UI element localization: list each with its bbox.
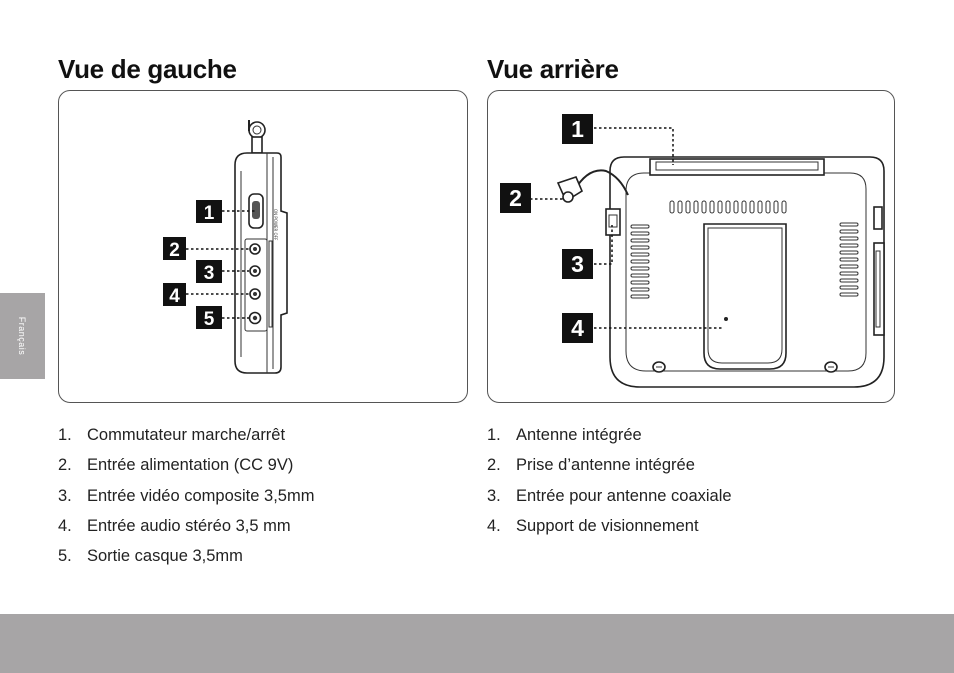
list-item-text: Sortie casque 3,5mm — [87, 547, 243, 566]
badge-left-3: 3 — [196, 260, 222, 284]
list-item-number: 1. — [58, 426, 72, 444]
list-item-number: 3. — [487, 486, 501, 505]
svg-text:3: 3 — [571, 251, 584, 277]
svg-text:1: 1 — [571, 116, 584, 142]
list-item: 3. Entrée pour antenne coaxiale — [487, 485, 732, 515]
list-item-number: 4. — [58, 516, 72, 535]
svg-text:ON POWER OFF: ON POWER OFF — [273, 209, 278, 241]
rear-view-illustration: 1 2 3 4 — [500, 114, 885, 388]
vent-top-row — [669, 200, 787, 214]
list-item: 1. Commutateur marche/arrêt — [58, 424, 314, 454]
list-item: 3. Entrée vidéo composite 3,5mm — [58, 485, 314, 515]
badge-rear-4: 4 — [562, 313, 593, 343]
list-item-text: Prise d’antenne intégrée — [516, 456, 695, 475]
svg-text:3: 3 — [204, 263, 215, 284]
vent-right-side — [839, 222, 859, 297]
language-label: Français — [17, 316, 27, 356]
list-item-text: Entrée vidéo composite 3,5mm — [87, 486, 315, 505]
list-item-text: Entrée audio stéréo 3,5 mm — [87, 516, 291, 535]
list-item: 5. Sortie casque 3,5mm — [58, 545, 314, 575]
foot-screw-left — [652, 361, 666, 373]
list-item-number: 2. — [58, 456, 72, 475]
badge-left-4: 4 — [163, 283, 186, 307]
left-view-title: Vue de gauche — [58, 54, 237, 84]
vent-left-side — [630, 224, 650, 299]
footer-bar — [0, 614, 954, 673]
svg-text:1: 1 — [204, 203, 215, 224]
left-view-illustration: ON POWER OFF 1 2 3 — [163, 120, 288, 374]
left-view-legend-list: 1. Commutateur marche/arrêt 2. Entrée al… — [58, 424, 314, 575]
svg-text:2: 2 — [509, 185, 522, 211]
list-item: 4. Support de visionnement — [487, 515, 732, 545]
foot-screw-right — [824, 361, 838, 373]
left-view-diagram: ON POWER OFF 1 2 3 — [58, 90, 468, 403]
antenna-plug-drawing — [556, 169, 629, 203]
list-item-number: 4. — [487, 516, 501, 535]
rear-view-legend-list: 1. Antenne intégrée 2. Prise d’antenne i… — [487, 424, 732, 545]
svg-text:4: 4 — [571, 315, 584, 341]
jack-video-in — [249, 265, 261, 277]
badge-rear-2: 2 — [500, 183, 531, 213]
list-item-text: Entrée alimentation (CC 9V) — [87, 456, 294, 475]
svg-text:2: 2 — [169, 240, 180, 261]
list-item-text: Antenne intégrée — [516, 426, 642, 444]
svg-text:4: 4 — [169, 286, 180, 307]
rear-view-title: Vue arrière — [487, 54, 619, 84]
list-item: 4. Entrée audio stéréo 3,5 mm — [58, 515, 314, 545]
language-side-tab: Français — [0, 293, 45, 379]
list-item-text: Support de visionnement — [516, 516, 699, 535]
list-item: 2. Entrée alimentation (CC 9V) — [58, 454, 314, 484]
list-item: 2. Prise d’antenne intégrée — [487, 454, 732, 484]
list-item-text: Entrée pour antenne coaxiale — [516, 486, 732, 505]
badge-left-5: 5 — [196, 306, 222, 330]
svg-text:5: 5 — [204, 309, 215, 330]
badge-left-2: 2 — [163, 237, 186, 261]
list-item-number: 2. — [487, 456, 501, 475]
jack-dc-in — [249, 243, 261, 255]
list-item-text: Commutateur marche/arrêt — [87, 426, 286, 444]
badge-rear-1: 1 — [562, 114, 593, 144]
viewing-stand-drawing — [703, 223, 787, 370]
rear-view-diagram: 1 2 3 4 — [487, 90, 895, 403]
device-side-body — [234, 152, 288, 374]
jack-headphone — [248, 311, 262, 325]
list-item-number: 3. — [58, 486, 72, 505]
badge-left-1: 1 — [196, 200, 222, 224]
coaxial-jack-drawing — [605, 208, 621, 236]
badge-rear-3: 3 — [562, 249, 593, 279]
jack-audio-in — [249, 288, 261, 300]
list-item-number: 5. — [58, 547, 72, 566]
list-item-number: 1. — [487, 426, 501, 444]
list-item: 1. Antenne intégrée — [487, 424, 732, 454]
antenna-tip-drawing — [248, 120, 266, 154]
